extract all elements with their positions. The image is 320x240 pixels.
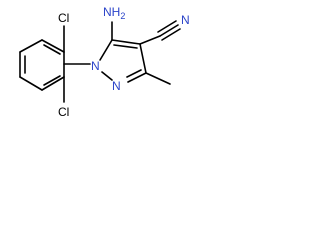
amine-label: NH2: [103, 5, 125, 21]
cl-bottom-label: Cl: [58, 105, 69, 119]
bond-c4-c3: [139, 43, 147, 74]
bond-ring-double-3: [43, 44, 61, 55]
bond-c3-n2: [127, 72, 147, 83]
bond-ring-3: [19, 76, 43, 91]
amine-n-text: NH: [103, 5, 120, 19]
bond-c3-methyl: [145, 72, 171, 85]
molecule-structure: NH2 Cl Cl N N N: [19, 5, 190, 119]
bond-cn-triple-1: [159, 24, 179, 37]
bond-n1-c5: [99, 39, 113, 61]
bond-c5-c4: [111, 39, 141, 45]
n1-label: N: [91, 59, 100, 73]
n2-label: N: [112, 79, 121, 93]
bond-ring-4: [41, 76, 65, 91]
bond-cn-triple-2: [157, 20, 177, 33]
bond-c4-cn: [139, 35, 161, 45]
cl-top-label: Cl: [58, 11, 69, 25]
bond-n2-n1: [101, 71, 113, 81]
bond-ring-6: [41, 39, 65, 53]
bond-ring-double-2: [43, 75, 61, 86]
bond-ring-1: [19, 39, 43, 53]
amine-subscript: 2: [120, 11, 125, 21]
bond-c5-c4-double: [113, 44, 138, 49]
bond-c3-n2-double: [126, 69, 142, 78]
bond-cn-triple-3: [161, 28, 181, 41]
nitrile-n-label: N: [181, 13, 190, 27]
